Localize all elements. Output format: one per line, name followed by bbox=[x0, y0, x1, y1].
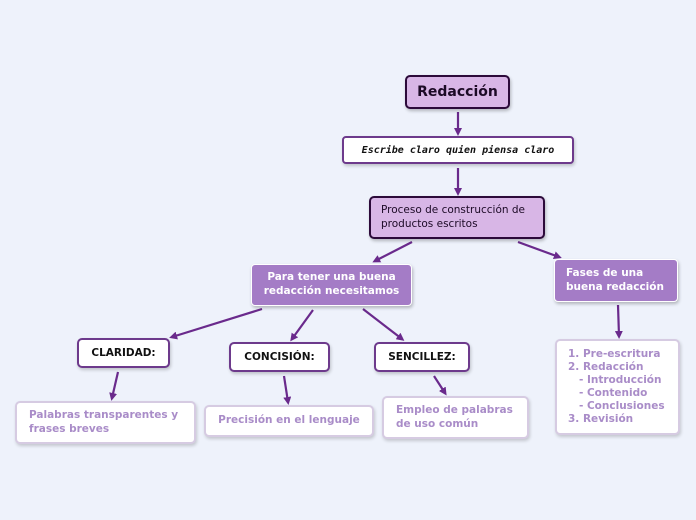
fases-list-item: 2. Redacción bbox=[568, 361, 644, 373]
claridad-detail-node[interactable]: Palabras transparentes y frases breves bbox=[15, 401, 196, 444]
edge-proceso-para bbox=[372, 241, 413, 263]
claridad-detail-line-2: frases breves bbox=[29, 422, 110, 435]
proceso-node-text: Proceso de construcción de productos esc… bbox=[381, 204, 525, 230]
root-node-label: Redacción bbox=[417, 84, 498, 100]
concision-node[interactable]: CONCISIÓN: bbox=[229, 342, 330, 372]
proceso-line-2: productos escritos bbox=[381, 217, 478, 230]
edge-para-concision bbox=[290, 309, 314, 342]
edge-fases-list bbox=[614, 304, 623, 339]
claridad-label: CLARIDAD: bbox=[91, 347, 156, 359]
concision-detail-node[interactable]: Precisión en el lenguaje bbox=[204, 405, 374, 437]
sencillez-label: SENCILLEZ: bbox=[388, 351, 456, 363]
para-tener-line-1: Para tener una buena bbox=[267, 271, 396, 284]
sencillez-detail-text: Empleo de palabras de uso común bbox=[396, 404, 513, 431]
claridad-node[interactable]: CLARIDAD: bbox=[77, 338, 170, 368]
fases-list: 1. Pre-escritura 2. Redacción - Introduc… bbox=[568, 348, 665, 426]
proceso-node[interactable]: Proceso de construcción de productos esc… bbox=[369, 196, 545, 239]
claridad-detail-text: Palabras transparentes y frases breves bbox=[29, 409, 178, 436]
claridad-detail-line-1: Palabras transparentes y bbox=[29, 408, 179, 421]
edge-claridad-detail bbox=[109, 371, 120, 401]
fases-list-item: - Conclusiones bbox=[568, 400, 665, 412]
sencillez-detail-node[interactable]: Empleo de palabras de uso común bbox=[382, 396, 529, 439]
edge-para-sencillez bbox=[362, 308, 405, 341]
concision-label: CONCISIÓN: bbox=[244, 351, 315, 363]
fases-list-item: 3. Revisión bbox=[568, 413, 634, 425]
quote-node-label: Escribe claro quien piensa claro bbox=[361, 144, 555, 156]
fases-list-item: - Introducción bbox=[568, 374, 662, 386]
para-tener-line-2: redacción necesitamos bbox=[263, 285, 400, 297]
edge-para-claridad bbox=[169, 307, 263, 340]
fases-list-item: 1. Pre-escritura bbox=[568, 348, 661, 360]
sencillez-node[interactable]: SENCILLEZ: bbox=[374, 342, 470, 372]
fases-node-text: Fases de una buena redacción bbox=[566, 267, 664, 294]
edge-sencillez-detail bbox=[433, 375, 447, 396]
para-tener-node[interactable]: Para tener una buena redacción necesitam… bbox=[251, 264, 412, 306]
fases-list-item: - Contenido bbox=[568, 387, 648, 399]
sencillez-detail-line-1: Empleo de palabras bbox=[396, 403, 513, 416]
concision-detail-label: Precisión en el lenguaje bbox=[218, 414, 360, 427]
proceso-line-1: Proceso de construcción de bbox=[381, 204, 526, 217]
edge-concision-detail bbox=[282, 375, 292, 405]
quote-node[interactable]: Escribe claro quien piensa claro bbox=[342, 136, 574, 164]
fases-line-2: buena redacción bbox=[566, 280, 664, 293]
sencillez-detail-line-2: de uso común bbox=[396, 417, 479, 430]
para-tener-node-text: Para tener una buena redacción necesitam… bbox=[264, 271, 400, 298]
fases-list-node[interactable]: 1. Pre-escritura 2. Redacción - Introduc… bbox=[555, 339, 680, 435]
root-node-redaccion[interactable]: Redacción bbox=[405, 75, 510, 109]
edge-proceso-fases bbox=[517, 240, 562, 260]
fases-line-1: Fases de una bbox=[566, 266, 644, 279]
fases-node[interactable]: Fases de una buena redacción bbox=[554, 259, 678, 302]
